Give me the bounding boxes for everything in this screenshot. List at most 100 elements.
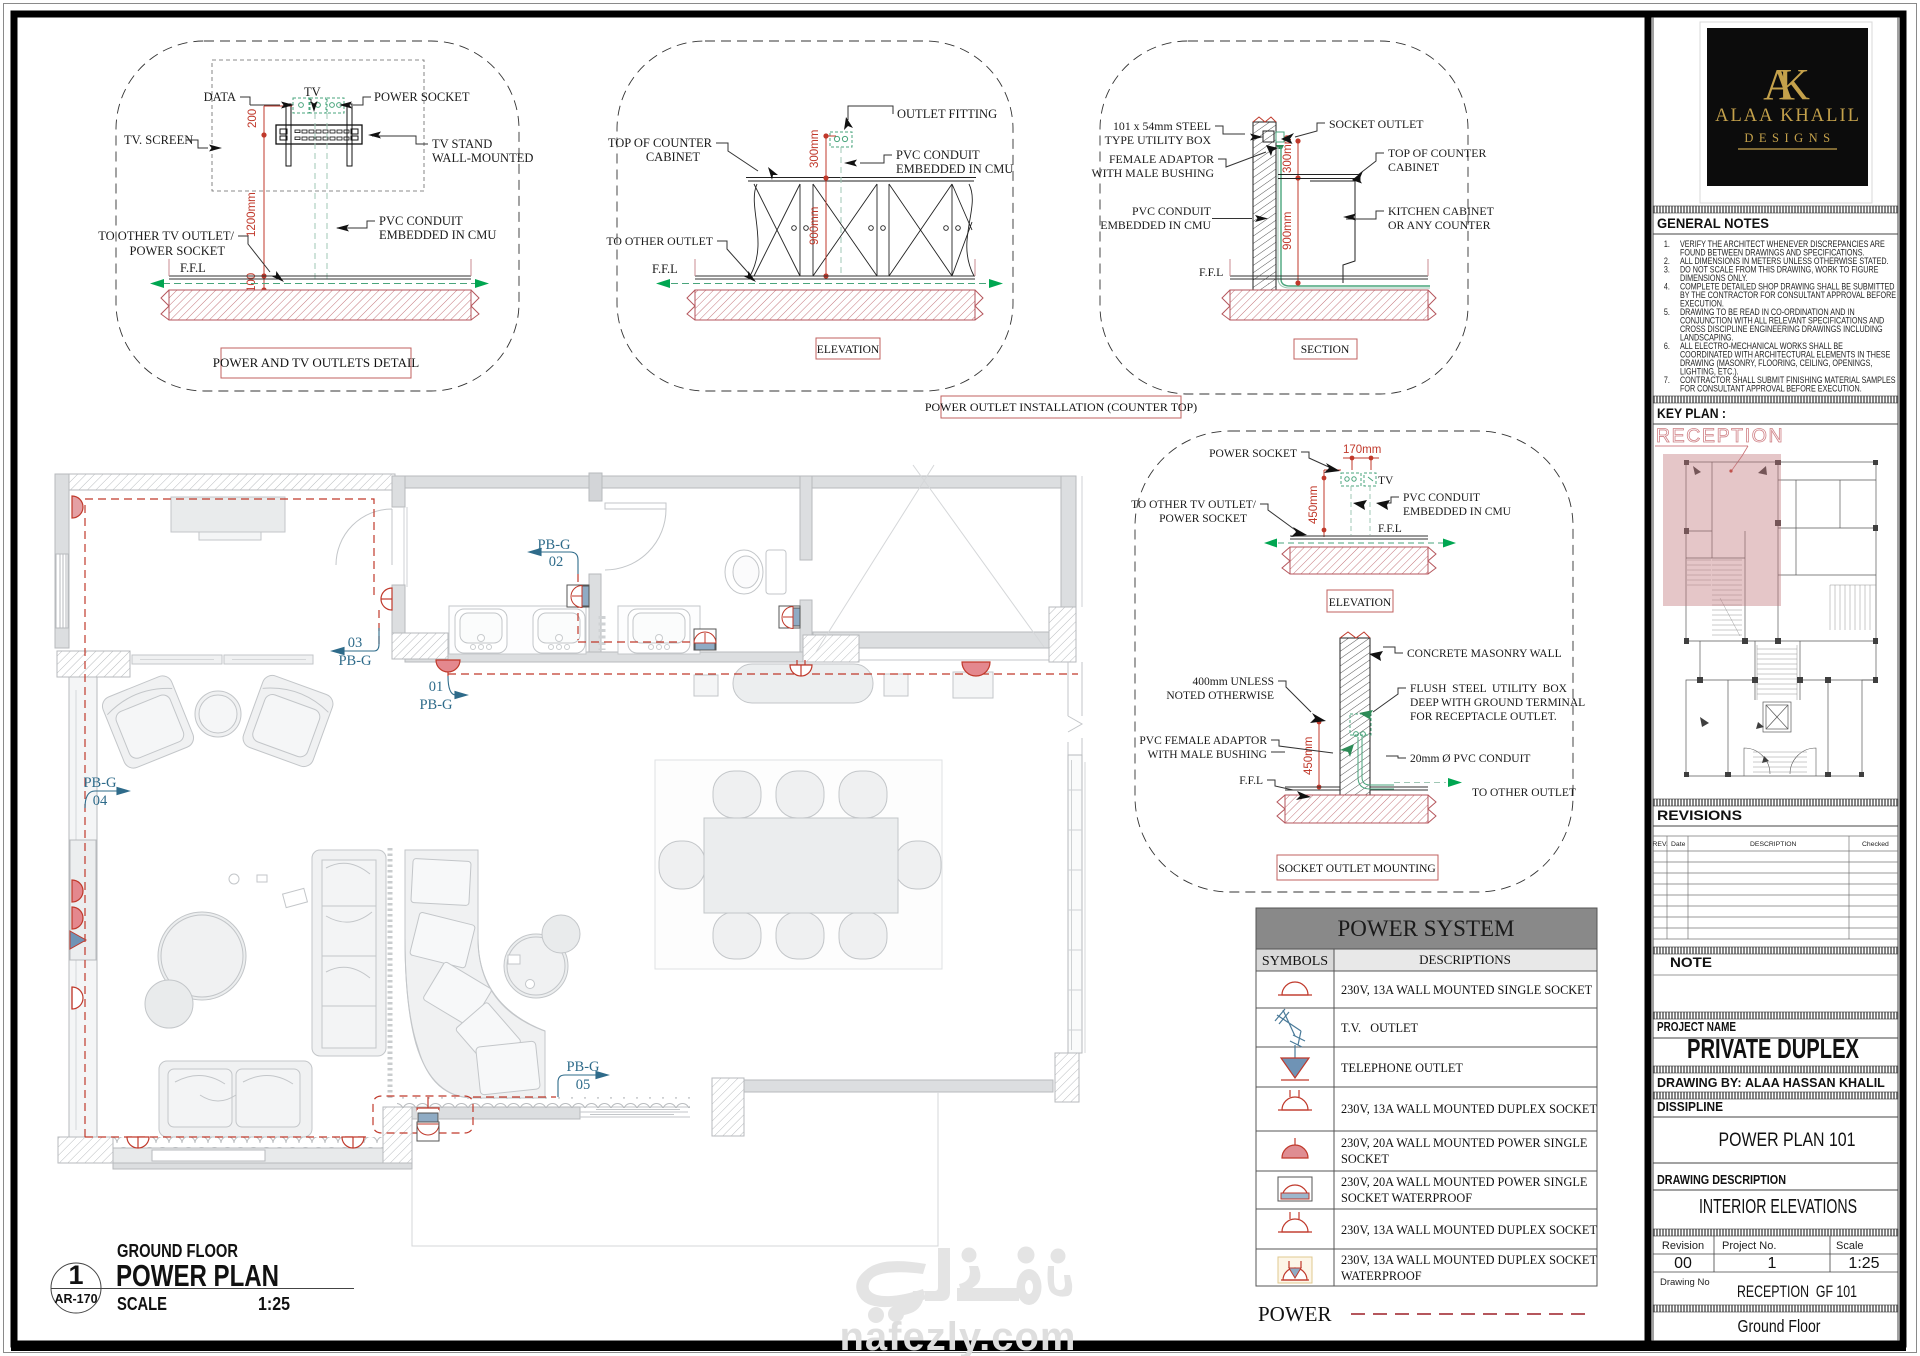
svg-text:1: 1 [68,1260,83,1290]
svg-text:4.: 4. [1664,281,1670,292]
svg-text:F.F.L: F.F.L [1378,523,1402,535]
svg-text:K: K [1778,60,1810,109]
svg-text:LIGHTING, ETC.).: LIGHTING, ETC.). [1680,366,1739,377]
svg-text:POWER: POWER [1258,1302,1332,1326]
svg-text:F.F.L: F.F.L [1199,265,1223,279]
svg-text:02: 02 [549,554,564,570]
svg-text:PB-G: PB-G [338,653,372,669]
svg-text:900mm: 900mm [1282,212,1294,250]
svg-text:ALAA KHALIL: ALAA KHALIL [1715,106,1861,126]
svg-text:TO OTHER OUTLET: TO OTHER OUTLET [1472,787,1576,799]
svg-text:TYPE UTILITY BOX: TYPE UTILITY BOX [1105,133,1212,147]
svg-text:POWER PLAN: POWER PLAN [116,1258,279,1293]
svg-text:300mm: 300mm [809,130,821,168]
svg-text:OR ANY COUNTER: OR ANY COUNTER [1388,218,1491,232]
svg-text:00: 00 [1674,1255,1692,1272]
svg-text:PRIVATE DUPLEX: PRIVATE DUPLEX [1687,1033,1859,1064]
svg-text:BY THE CONTRACTOR FOR CONSULTA: BY THE CONTRACTOR FOR CONSULTANT APPROVA… [1680,289,1896,300]
svg-text:VERIFY THE ARCHITECT WHENEVER: VERIFY THE ARCHITECT WHENEVER DISCREPANC… [1680,238,1885,249]
svg-text:04: 04 [93,793,108,809]
svg-text:FOR CONSULTANT APPROVAL BEFORE: FOR CONSULTANT APPROVAL BEFORE EXECUTION… [1680,383,1862,394]
svg-text:DESCRIPTION: DESCRIPTION [1750,841,1797,848]
svg-text:REVISIONS: REVISIONS [1657,807,1742,823]
svg-text:TO OTHER OUTLET: TO OTHER OUTLET [606,234,713,248]
svg-text:3.: 3. [1664,264,1670,275]
svg-text:POWER SOCKET: POWER SOCKET [1209,448,1297,460]
svg-text:EMBEDDED IN CMU: EMBEDDED IN CMU [1403,506,1512,518]
svg-text:TELEPHONE OUTLET: TELEPHONE OUTLET [1341,1061,1463,1075]
svg-text:Ground Floor: Ground Floor [1738,1316,1821,1336]
svg-text:PVC CONDUIT: PVC CONDUIT [379,214,463,228]
svg-text:01: 01 [429,679,444,695]
svg-text:nafezly.com: nafezly.com [840,1315,1077,1356]
svg-text:PB-G: PB-G [419,697,453,713]
svg-text:DRAWING (MASONRY, FLOORING, CE: DRAWING (MASONRY, FLOORING, CEILING, OPE… [1680,357,1872,368]
svg-text:CABINET: CABINET [646,150,701,164]
svg-text:INTERIOR ELEVATIONS: INTERIOR ELEVATIONS [1699,1196,1857,1218]
svg-text:Project No.: Project No. [1722,1240,1776,1252]
svg-text:Date: Date [1671,841,1686,848]
svg-text:CONJUNCTION WITH ALL RELEVANT: CONJUNCTION WITH ALL RELEVANT SPECIFICAT… [1680,315,1884,326]
svg-text:EMBEDDED IN CMU: EMBEDDED IN CMU [896,162,1013,176]
svg-text:SOCKET OUTLET MOUNTING: SOCKET OUTLET MOUNTING [1278,863,1435,875]
svg-text:FEMALE ADAPTOR: FEMALE ADAPTOR [1109,152,1214,166]
svg-text:DESIGNS: DESIGNS [1744,131,1835,145]
svg-text:F.F.L: F.F.L [652,262,678,276]
svg-text:ELEVATION: ELEVATION [817,344,880,356]
svg-text:230V, 20A WALL MOUNTED POWER S: 230V, 20A WALL MOUNTED POWER SINGLE [1341,1175,1587,1189]
svg-text:CROSS DISCIPLINE ENGINEERING D: CROSS DISCIPLINE ENGINEERING DRAWINGS IN… [1680,323,1883,334]
svg-text:TV. SCREEN: TV. SCREEN [124,133,193,147]
svg-text:POWER SOCKET: POWER SOCKET [374,90,470,104]
svg-text:Drawing No: Drawing No [1660,1277,1710,1288]
svg-text:T.V. OUTLET: T.V. OUTLET [1341,1021,1419,1035]
svg-text:230V, 20A WALL MOUNTED POWER S: 230V, 20A WALL MOUNTED POWER SINGLE [1341,1136,1587,1150]
svg-text:TO OTHER TV OUTLET/: TO OTHER TV OUTLET/ [98,229,234,243]
svg-text:POWER OUTLET INSTALLATION (COU: POWER OUTLET INSTALLATION (COUNTER TOP) [925,400,1197,414]
svg-text:230V, 13A WALL MOUNTED SINGLE: 230V, 13A WALL MOUNTED SINGLE SOCKET [1341,983,1593,997]
svg-text:PVC FEMALE ADAPTOR: PVC FEMALE ADAPTOR [1139,735,1267,747]
svg-text:1: 1 [1768,1255,1777,1272]
svg-text:F.F.L: F.F.L [180,261,206,275]
svg-text:100: 100 [246,273,258,292]
svg-text:RECEPTION: RECEPTION [1656,425,1784,447]
svg-text:DESCRIPTIONS: DESCRIPTIONS [1419,952,1511,967]
svg-text:DRAWING TO BE READ IN CO-ORDIN: DRAWING TO BE READ IN CO-ORDINATION AND … [1680,306,1855,317]
svg-text:GROUND FLOOR: GROUND FLOOR [117,1241,238,1261]
svg-text:SECTION: SECTION [1301,344,1350,356]
svg-text:PB-G: PB-G [83,775,117,791]
svg-text:WITH MALE BUSHING: WITH MALE BUSHING [1148,749,1267,761]
svg-text:CABINET: CABINET [1388,160,1440,174]
svg-text:230V, 13A WALL MOUNTED DUPLEX: 230V, 13A WALL MOUNTED DUPLEX SOCKET [1341,1253,1597,1267]
svg-text:PB-G: PB-G [537,537,571,553]
svg-text:DRAWING BY:: DRAWING BY: [1657,1076,1742,1090]
svg-text:NOTE: NOTE [1670,954,1712,970]
svg-text:FLUSH STEEL UTILITY BOX: FLUSH STEEL UTILITY BOX [1410,683,1568,695]
svg-text:230V, 13A WALL MOUNTED DUPLEX: 230V, 13A WALL MOUNTED DUPLEX SOCKET [1341,1102,1597,1116]
svg-text:FOR RECEPTACLE OUTLET.: FOR RECEPTACLE OUTLET. [1410,711,1557,723]
svg-text:SOCKET: SOCKET [1341,1152,1389,1166]
svg-text:ALL DIMENSIONS IN METERS UNLES: ALL DIMENSIONS IN METERS UNLESS OTHERWIS… [1680,255,1889,266]
svg-text:170mm: 170mm [1343,444,1381,456]
svg-text:450mm: 450mm [1303,737,1315,775]
svg-text:DISSIPLINE: DISSIPLINE [1657,1100,1723,1114]
svg-text:1.: 1. [1664,238,1670,249]
svg-text:6.: 6. [1664,340,1670,351]
svg-text:DEEP WITH GROUND TERMINAL: DEEP WITH GROUND TERMINAL [1410,697,1585,709]
svg-text:POWER SOCKET: POWER SOCKET [1159,513,1247,525]
svg-text:DIMENSIONS ONLY.: DIMENSIONS ONLY. [1680,272,1748,283]
svg-text:PROJECT NAME: PROJECT NAME [1657,1020,1736,1034]
svg-text:20mm Ø PVC CONDUIT: 20mm Ø PVC CONDUIT [1410,753,1530,765]
svg-text:CONTRACTOR SHALL SUBMIT FINISH: CONTRACTOR SHALL SUBMIT FINISHING MATERI… [1680,374,1896,385]
svg-text:101 x 54mm STEEL: 101 x 54mm STEEL [1113,119,1211,133]
svg-text:TO OTHER TV OUTLET/: TO OTHER TV OUTLET/ [1131,499,1257,511]
svg-text:WATERPROOF: WATERPROOF [1341,1269,1422,1283]
svg-text:TOP OF COUNTER: TOP OF COUNTER [1388,146,1486,160]
svg-text:230V, 13A WALL MOUNTED DUPLEX: 230V, 13A WALL MOUNTED DUPLEX SOCKET [1341,1223,1597,1237]
svg-text:PVC CONDUIT: PVC CONDUIT [896,148,980,162]
svg-text:KEY PLAN :: KEY PLAN : [1657,406,1726,421]
svg-text:AR-170: AR-170 [54,1292,97,1306]
svg-text:DO NOT SCALE FROM THIS DRAWING: DO NOT SCALE FROM THIS DRAWING, WORK TO … [1680,264,1879,275]
svg-text:300mm: 300mm [1282,135,1294,173]
svg-text:NOTED OTHERWISE: NOTED OTHERWISE [1166,690,1274,702]
svg-text:COORDINATED WITH ARCHITECTURAL: COORDINATED WITH ARCHITECTURAL ELEMENTS … [1680,349,1891,360]
